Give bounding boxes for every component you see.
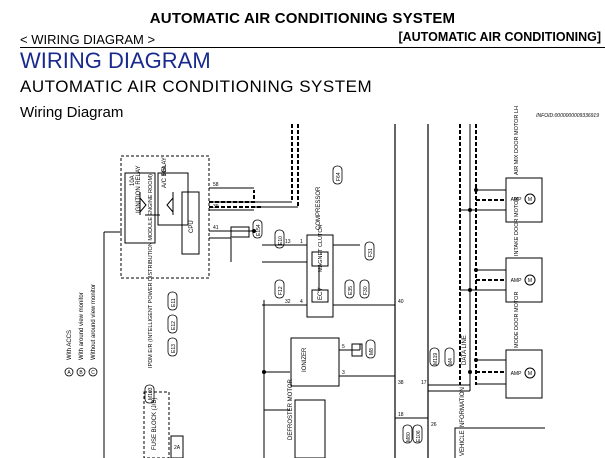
pin-58: 58: [213, 182, 219, 188]
page-header-title: AUTOMATIC AIR CONDITIONING SYSTEM: [149, 10, 456, 27]
ac-relay: [157, 172, 189, 226]
cpu-block: [181, 191, 200, 255]
compressor-label: COMPRESSOR: [316, 186, 322, 230]
pin-32: 32: [285, 299, 291, 305]
ipdm-label: IPDM E/R (INTELLIGENT POWER DISTRIBUTION…: [148, 174, 154, 368]
pin-39: 39: [213, 204, 219, 210]
pin-38: 38: [398, 380, 404, 386]
motor-m-2: M: [528, 278, 532, 284]
pin-13: 13: [285, 239, 291, 245]
mode-label: MODE DOOR MOTOR: [514, 292, 520, 348]
section-tag: [AUTOMATIC AIR CONDITIONING]: [398, 30, 601, 44]
pin-18: 18: [398, 412, 404, 418]
legend-code-c: C: [91, 370, 95, 376]
ipdm-e12: E12: [171, 321, 177, 330]
ionizer-box: [290, 337, 340, 387]
connector-e10: E10: [278, 236, 284, 245]
ground-e154: E154: [256, 224, 262, 236]
diagram-title: Wiring Diagram: [20, 104, 124, 121]
compressor-body: [306, 234, 334, 318]
ignition-relay-label: IGNITION RELAY: [136, 165, 142, 213]
motor-m-3: M: [528, 371, 532, 377]
fuse-block-m103: M103: [148, 387, 154, 400]
pin-3: 3: [342, 370, 345, 376]
amp-3: AMP: [511, 371, 523, 377]
connector-m4: M4: [448, 358, 454, 365]
amp-2: AMP: [511, 278, 523, 284]
legend-3: Without around view monitor: [91, 284, 97, 360]
defroster-label: DEFROSTER MOTOR: [288, 378, 294, 440]
connector-f12: F12: [278, 286, 284, 295]
pin-4: 4: [300, 299, 303, 305]
legend-code-b: B: [79, 370, 83, 376]
fuse-10a-b-label: 10A: [162, 165, 168, 176]
fuse-2a-label: 2A: [174, 445, 181, 451]
ac-relay-label: A/C RELAY: [162, 157, 168, 188]
fuse-block-box: [143, 391, 170, 458]
fuse-10a-a-label: 10A: [130, 175, 136, 186]
intake-label: INTAKE DOOR MOTOR: [514, 197, 520, 256]
info-id: INFOID:0000000009336919: [536, 113, 599, 119]
pin-1: 1: [300, 239, 303, 245]
connector-e35: E35: [348, 286, 354, 295]
air-mix-label: AIR MIX DOOR MOTOR LH: [514, 106, 520, 175]
connector-f30: F30: [363, 286, 369, 295]
ipdm-e11: E11: [171, 298, 177, 307]
ionizer-label: IONIZER: [302, 347, 308, 372]
pin-40: 40: [398, 299, 404, 305]
air-mix-motor-box: [505, 177, 543, 223]
ipdm-e13: E13: [171, 344, 177, 353]
motor-m-1: M: [528, 197, 532, 203]
amp-1: AMP: [511, 197, 523, 203]
intake-motor-box: [505, 257, 543, 303]
data-line-label: DATA LINE: [462, 335, 468, 365]
legend-1: With ACCS: [67, 330, 73, 360]
ignition-relay: [124, 172, 156, 244]
connector-e106: E106: [416, 430, 422, 442]
ecv-label: ECV: [318, 288, 324, 300]
connector-m119: M119: [433, 353, 439, 365]
breadcrumb: < WIRING DIAGRAM >: [20, 32, 156, 47]
pin-26: 26: [431, 422, 437, 428]
pin-17: 17: [421, 380, 427, 386]
connector-m8: M8: [369, 348, 375, 355]
vehicle-info-label: VEHICLE INFORMATION: [460, 387, 466, 456]
fuse-2a: [170, 435, 184, 458]
connector-m80: M80: [406, 432, 412, 442]
header-divider: [20, 47, 605, 48]
connector-f31: F31: [368, 248, 374, 257]
compressor-f64: F64: [336, 172, 342, 181]
legend-code-a: A: [67, 370, 71, 376]
subtitle: AUTOMATIC AIR CONDITIONING SYSTEM: [20, 77, 373, 96]
pin-41: 41: [213, 225, 219, 231]
fuse-block-label: FUSE BLOCK (J/B): [152, 398, 158, 450]
magnet-clutch-label: MAGNET CLUTCH: [318, 225, 324, 272]
mode-motor-box: [505, 349, 543, 399]
cpu-label: CPU: [189, 220, 195, 233]
legend-2: With around view monitor: [79, 292, 85, 360]
section-title: WIRING DIAGRAM: [20, 48, 211, 73]
pin-5: 5: [342, 344, 345, 350]
